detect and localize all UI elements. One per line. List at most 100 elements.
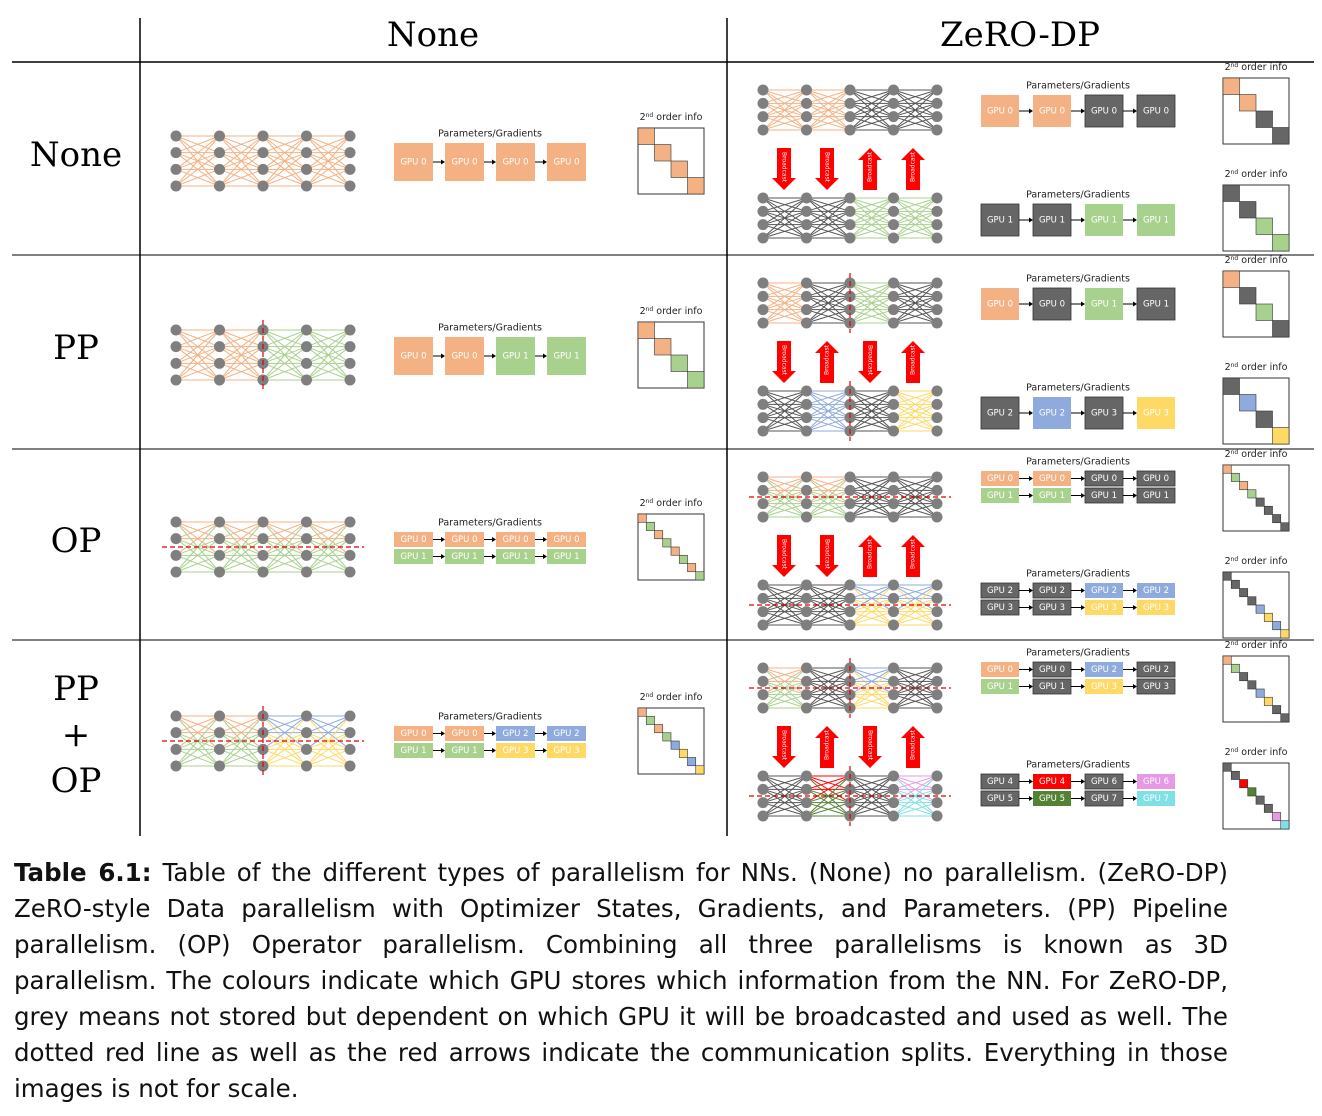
- network-neuron: [801, 84, 812, 96]
- neural-network: [749, 471, 951, 523]
- network-edge: [175, 715, 220, 750]
- network-edge: [849, 282, 894, 324]
- network-neuron: [170, 180, 182, 192]
- matrix-diagonal-block: [1239, 287, 1257, 305]
- caption-label: Table 6.1:: [14, 858, 152, 887]
- matrix-diagonal-block: [1263, 803, 1273, 813]
- network-neuron: [301, 341, 312, 353]
- network-neuron: [844, 606, 856, 618]
- broadcast-label: Broadcast: [867, 538, 874, 569]
- gpu-arrow-head: [1081, 684, 1085, 689]
- network-edge: [893, 282, 938, 311]
- network-neuron: [931, 290, 943, 302]
- broadcast-arrow: [901, 148, 925, 190]
- network-edge: [806, 282, 851, 297]
- network-edge: [175, 346, 220, 381]
- network-edge: [219, 135, 264, 187]
- network-neuron: [888, 675, 899, 687]
- second-order-label: 2nd order info: [1225, 747, 1288, 759]
- network-edge: [175, 715, 220, 734]
- network-neuron: [757, 675, 769, 687]
- network-neuron: [844, 111, 856, 123]
- gpu-box: [1136, 678, 1176, 695]
- network-neuron: [801, 205, 812, 217]
- gpu-box: [1085, 600, 1123, 615]
- gpu-arrow-head: [1081, 108, 1085, 114]
- network-edge: [849, 197, 894, 226]
- network-edge: [762, 611, 807, 626]
- second-order-info: 2nd order info: [1222, 62, 1290, 145]
- network-edge: [262, 715, 307, 750]
- network-edge: [175, 168, 220, 187]
- network-neuron: [931, 412, 943, 424]
- second-order-info: 2nd order info: [1222, 449, 1290, 532]
- gpu-label: GPU 1: [400, 552, 426, 562]
- network-neuron: [931, 579, 943, 591]
- network-neuron: [757, 810, 769, 822]
- network-neuron: [888, 619, 899, 631]
- network-edge: [806, 775, 851, 804]
- network-neuron: [344, 324, 356, 336]
- network-neuron: [801, 511, 812, 523]
- network-neuron: [801, 232, 812, 244]
- network-edge: [762, 102, 807, 131]
- network-edge: [893, 680, 938, 709]
- gpu-label: GPU 0: [1091, 474, 1117, 484]
- broadcast-arrow: [858, 148, 882, 190]
- gpu-box: [1085, 662, 1123, 677]
- network-neuron: [214, 147, 225, 159]
- gpu-label: GPU 2: [553, 729, 579, 739]
- broadcast-arrow: [858, 535, 882, 577]
- gpu-box: [1033, 397, 1071, 429]
- network-edge: [849, 309, 894, 324]
- gpu-arrow-head: [1133, 796, 1137, 801]
- network-neuron: [257, 516, 269, 528]
- network-edge: [306, 715, 351, 734]
- gpu-arrow-head: [1081, 667, 1085, 672]
- network-neuron: [214, 341, 225, 353]
- gpu-box: [496, 337, 535, 375]
- network-edge: [893, 788, 938, 817]
- matrix-diagonal-block: [637, 707, 647, 717]
- second-order-label: 2nd order info: [1225, 362, 1288, 374]
- network-edge: [762, 680, 807, 709]
- network-neuron: [257, 163, 269, 175]
- gpu-box: [1136, 470, 1176, 487]
- gpu-arrow-head: [1029, 108, 1033, 114]
- network-edge: [219, 135, 264, 154]
- network-neuron: [888, 810, 899, 822]
- network-neuron: [757, 471, 769, 483]
- gpu-box: [1137, 774, 1175, 789]
- row-label: OP: [51, 521, 102, 561]
- matrix-diagonal-block: [637, 127, 655, 145]
- gpu-label: GPU 4: [1039, 777, 1065, 787]
- network-neuron: [344, 743, 356, 755]
- network-edge: [806, 476, 851, 505]
- gpu-box: [1137, 397, 1175, 429]
- neural-network: [757, 192, 943, 244]
- network-edge: [219, 715, 264, 750]
- second-order-info: 2nd order info: [1222, 255, 1290, 338]
- network-neuron: [801, 124, 812, 136]
- network-edge: [762, 282, 807, 297]
- network-neuron: [888, 425, 899, 437]
- network-neuron: [757, 770, 769, 782]
- gpu-box: [1085, 583, 1123, 598]
- gpu-label: GPU 1: [1091, 491, 1117, 501]
- matrix-diagonal-block: [1255, 497, 1265, 507]
- network-neuron: [170, 147, 182, 159]
- network-neuron: [214, 743, 225, 755]
- network-neuron: [931, 606, 943, 618]
- network-edge: [262, 521, 307, 540]
- matrix-diagonal-block: [1247, 787, 1257, 797]
- table-grid: [12, 18, 1314, 836]
- network-edge: [762, 667, 807, 696]
- gpu-arrow-head: [1133, 410, 1137, 416]
- gpu-label: GPU 0: [451, 729, 477, 739]
- neural-network: [162, 516, 364, 578]
- network-edge: [306, 521, 351, 556]
- network-neuron: [757, 689, 769, 701]
- network-neuron: [757, 304, 769, 316]
- network-neuron: [214, 710, 225, 722]
